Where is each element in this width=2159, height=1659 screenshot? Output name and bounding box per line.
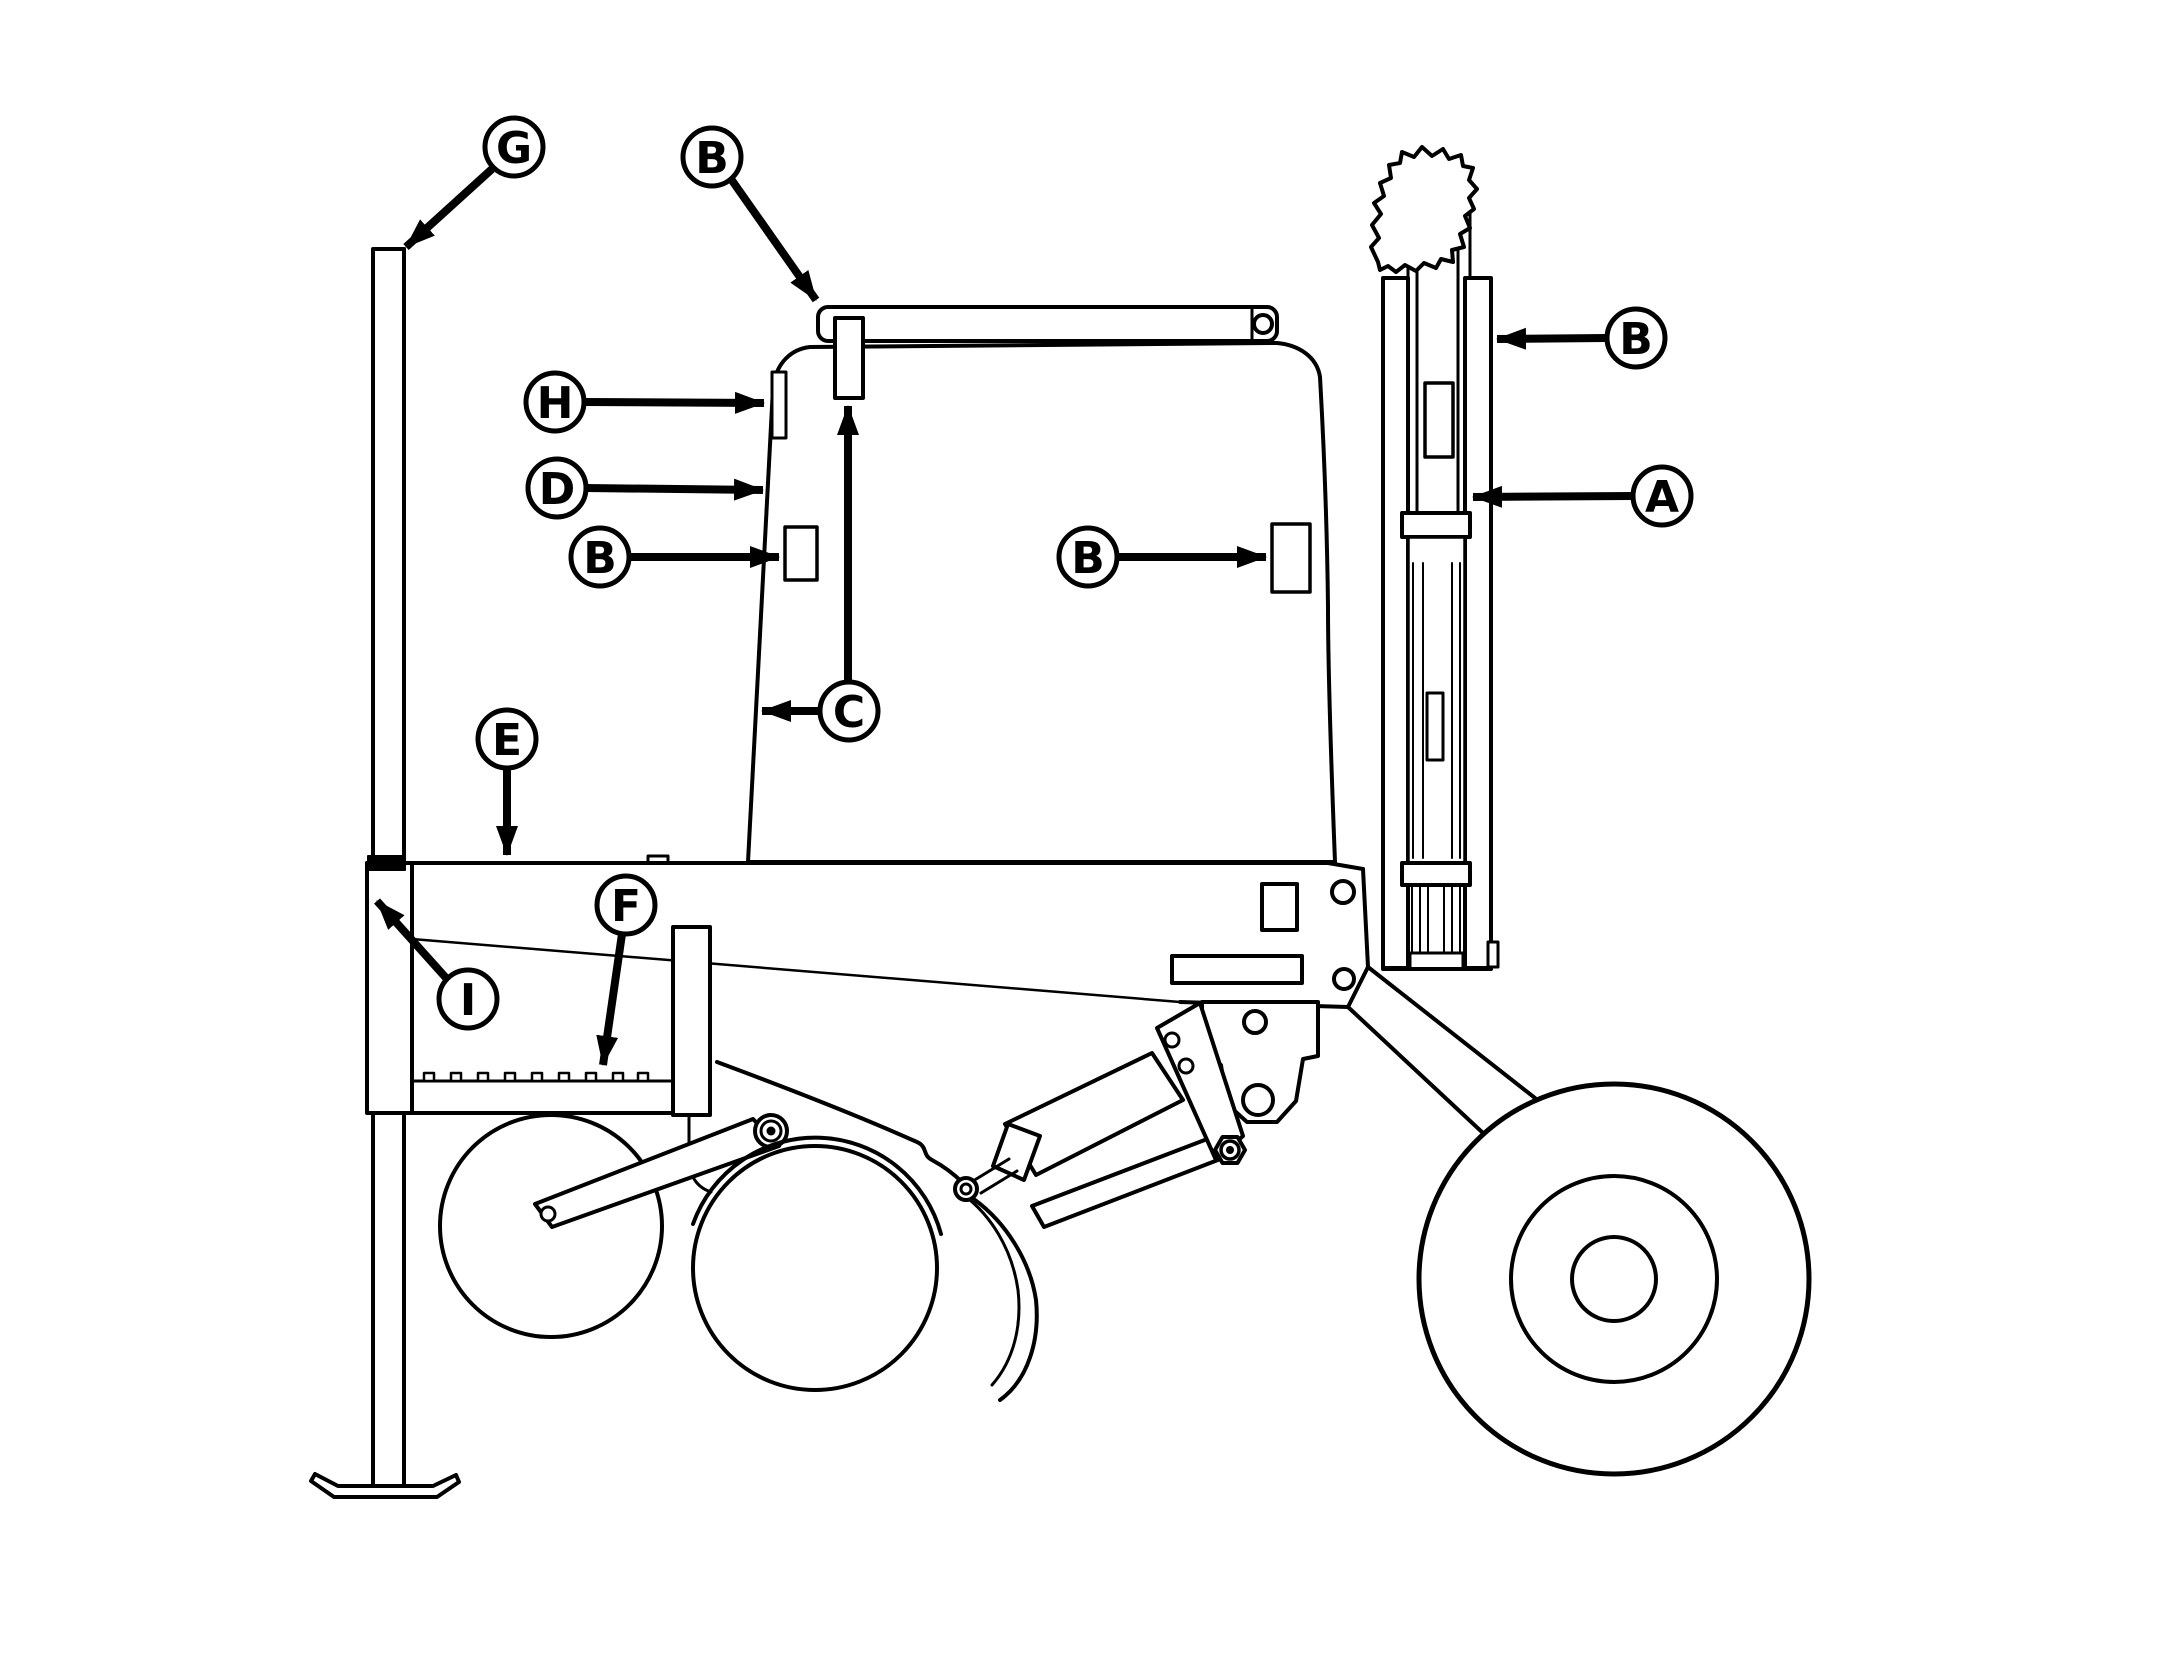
- transport-wheel-hub: [1570, 1235, 1658, 1323]
- mast-clamp-lower: [1400, 861, 1472, 887]
- rod-end-ring-hole: [959, 1182, 973, 1196]
- mast-slot-upper: [1423, 381, 1455, 459]
- press-wheel-fender-top: [715, 1060, 965, 1185]
- callout-b4-circle: [1604, 306, 1668, 370]
- callout-h-label: H: [537, 378, 574, 429]
- shank-bracket-hole-upper: [1242, 1009, 1268, 1035]
- disc-arm-pivot-ring: [759, 1119, 783, 1143]
- callout-c-label: C: [833, 687, 865, 738]
- hopper-right-plate: [1270, 522, 1312, 594]
- latch-block: [833, 316, 865, 400]
- link-plate-hole-upper: [1163, 1031, 1181, 1049]
- disc-hub-hole: [539, 1205, 557, 1223]
- callout-e-circle: [475, 707, 539, 771]
- lift-bar: [816, 305, 1279, 343]
- cylinder-rod-bottom: [979, 1169, 1019, 1195]
- callout-e-label: E: [492, 715, 522, 766]
- frame-plate-slot: [1170, 954, 1304, 985]
- frame-bolt-upper: [1330, 879, 1356, 905]
- press-wheel-fender-inner: [963, 1194, 1021, 1387]
- frame-bolt-lower: [1332, 967, 1356, 991]
- callout-f-circle: [594, 873, 658, 937]
- pivot-hex-nut-pin: [1226, 1146, 1234, 1154]
- callout-b2-circle: [568, 525, 632, 589]
- callout-g-circle: [482, 115, 546, 179]
- callout-b4-arrow: [1496, 327, 1608, 350]
- callout-a-circle: [1630, 464, 1694, 528]
- callout-g-label: G: [496, 123, 532, 174]
- callout-b2-label: B: [583, 533, 617, 584]
- callout-b3-circle: [1056, 525, 1120, 589]
- cylinder-rod-top: [971, 1157, 1011, 1183]
- transport-wheel-rim: [1509, 1174, 1719, 1384]
- rod-end-ring: [953, 1176, 979, 1202]
- frame-step: [646, 854, 670, 865]
- frame-left-bracket: [365, 861, 414, 1115]
- hopper-body: [746, 341, 1337, 864]
- callout-i-arrow: [374, 898, 450, 982]
- callout-b1-label: B: [695, 133, 729, 184]
- callout-b4-label: B: [1619, 314, 1653, 365]
- cylinder-clamp-band: [991, 1122, 1042, 1182]
- wheel-arm-lower-edge: [1346, 1005, 1485, 1135]
- press-wheel: [691, 1144, 939, 1392]
- callout-d-circle: [525, 456, 589, 520]
- callout-a-arrow: [1472, 485, 1634, 508]
- callout-b3-label: B: [1071, 533, 1105, 584]
- callout-b1-arrow: [727, 176, 820, 303]
- parking-stand-foot: [309, 1472, 461, 1499]
- hopper-left-plate: [783, 525, 819, 582]
- callout-d-label: D: [539, 464, 576, 515]
- callout-a-label: A: [1645, 472, 1679, 523]
- support-channel: [671, 925, 712, 1117]
- frame-plate-square: [1260, 882, 1299, 932]
- hopper-strap: [770, 370, 788, 440]
- mast-broken-cap: [1369, 145, 1479, 274]
- disc-arm-pivot-pin: [766, 1126, 776, 1136]
- callout-f-label: F: [611, 881, 641, 932]
- callout-b1-circle: [680, 125, 744, 189]
- callout-h-arrow: [583, 391, 765, 414]
- callout-c-circle: [817, 679, 881, 743]
- callout-d-arrow: [585, 478, 764, 501]
- mast-side-tab: [1486, 940, 1500, 969]
- callout-i-circle: [436, 967, 500, 1031]
- transport-wheel-tire: [1416, 1081, 1812, 1477]
- adjuster-rack-teeth: [422, 1071, 650, 1083]
- mast-foot-block: [1408, 951, 1465, 971]
- callout-h-circle: [523, 370, 587, 434]
- mast-slot-lower: [1425, 691, 1445, 762]
- frame-brace: [410, 937, 1182, 1004]
- mast-clamp-upper: [1400, 511, 1472, 539]
- link-plate-hole-lower: [1177, 1057, 1195, 1075]
- wheel-arm-upper-edge: [1366, 965, 1537, 1100]
- mast-rod-bundle: [1411, 884, 1461, 954]
- callout-g-arrow: [403, 166, 495, 250]
- callout-i-label: I: [460, 975, 476, 1026]
- mast-rod-lines: [1412, 562, 1461, 859]
- frame-top-rail: [365, 861, 1365, 871]
- callout-f-arrow: [596, 933, 626, 1066]
- lift-bar-hole: [1252, 313, 1274, 335]
- press-wheel-fender-outer: [973, 1198, 1039, 1402]
- shank-bracket-hole-lower: [1241, 1083, 1275, 1117]
- post-clamp-block: [367, 855, 406, 871]
- press-wheel-rim: [691, 1135, 943, 1236]
